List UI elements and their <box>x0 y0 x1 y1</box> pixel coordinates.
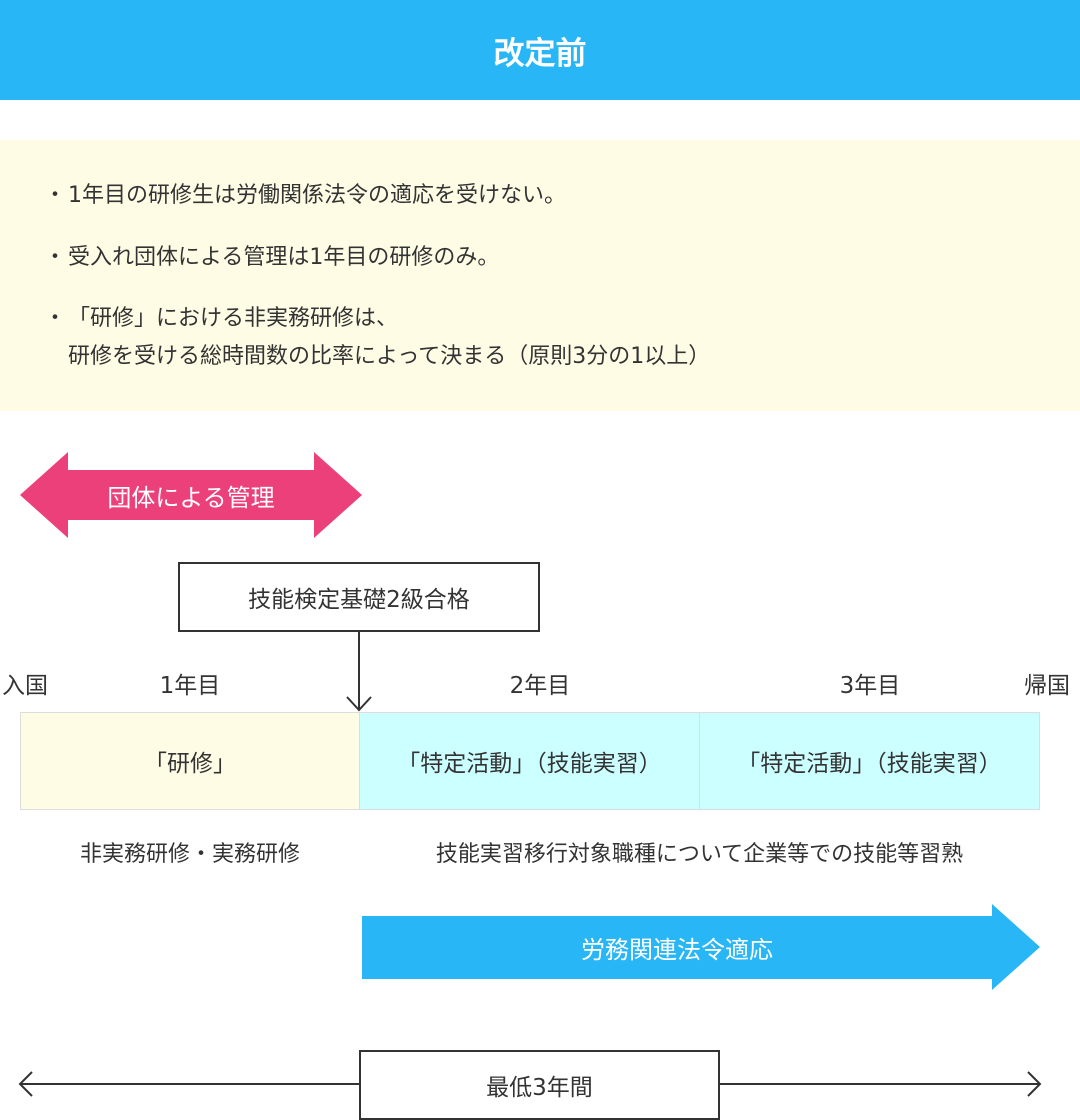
period-training: 「研修」 <box>20 712 360 810</box>
year-label: 1年目 <box>159 673 221 699</box>
note-continuation: 研修を受ける総時間数の比率によって決まる（原則3分の1以上） <box>68 344 711 369</box>
note-item: ・1年目の研修生は労働関係法令の適応を受けない。 <box>44 177 566 215</box>
year-label: 3年目 <box>839 673 901 699</box>
period-activity: 「特定活動」（技能実習） <box>699 712 1040 810</box>
note-text: 1年目の研修生は労働関係法令の適応を受けない。 <box>68 183 566 208</box>
return-label: 帰国 <box>1024 673 1070 699</box>
period-description: 非実務研修・実務研修 <box>79 842 300 867</box>
year-label: 2年目 <box>509 673 571 699</box>
bullet: ・ <box>44 245 67 270</box>
period-description: 技能実習移行対象職種について企業等での技能等習熟 <box>435 842 964 867</box>
bullet: ・ <box>44 306 67 331</box>
period-activity: 「特定活動」（技能実習） <box>359 712 700 810</box>
management-arrow-label: 団体による管理 <box>107 483 275 512</box>
note-item: ・受入れ団体による管理は1年目の研修のみ。 <box>44 239 499 277</box>
note-text: 「研修」における非実務研修は、 <box>68 306 399 331</box>
minimum-duration-box: 最低3年間 <box>359 1050 720 1120</box>
page-title: 改定前 <box>0 0 1080 100</box>
notes-panel: ・1年目の研修生は労働関係法令の適応を受けない。 ・受入れ団体による管理は1年目… <box>0 140 1080 411</box>
bullet: ・ <box>44 183 67 208</box>
exam-box: 技能検定基礎2級合格 <box>178 562 540 632</box>
entry-label: 入国 <box>2 673 48 699</box>
labor-law-arrow-label: 労務関連法令適応 <box>581 936 773 964</box>
note-text: 受入れ団体による管理は1年目の研修のみ。 <box>68 245 500 270</box>
note-item: ・「研修」における非実務研修は、 研修を受ける総時間数の比率によって決まる（原則… <box>44 300 710 376</box>
